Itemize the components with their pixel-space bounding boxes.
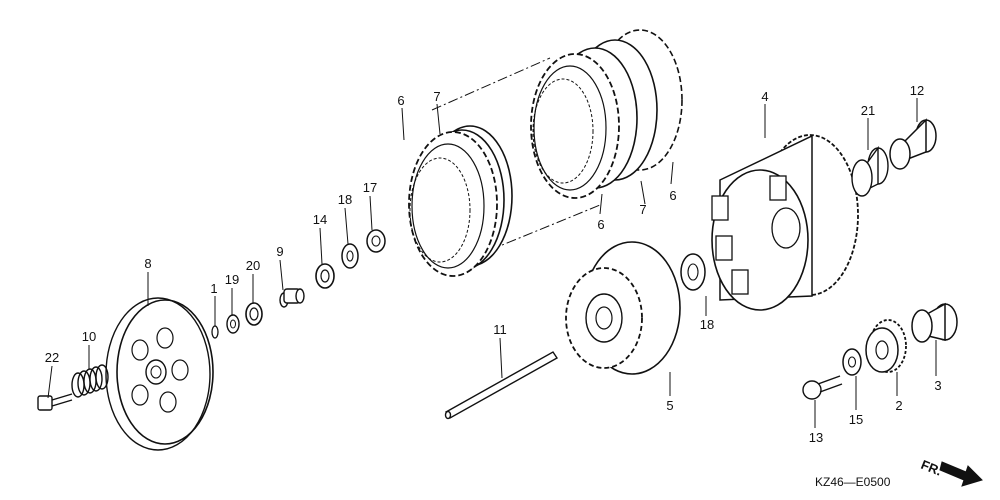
callout-7a: 7 <box>433 89 440 104</box>
washer-part-19 <box>226 314 240 334</box>
callout-5: 5 <box>666 398 673 413</box>
callout-1: 1 <box>210 281 217 296</box>
callout-12: 12 <box>910 83 924 98</box>
callout-19: 19 <box>225 272 239 287</box>
washer-part-17 <box>366 229 386 253</box>
callout-9: 9 <box>276 244 283 259</box>
callout-22: 22 <box>45 350 59 365</box>
lock-washer-part-16 <box>341 243 359 269</box>
lifter-piece-part-9 <box>279 288 305 308</box>
bolt-part-22 <box>37 393 73 411</box>
callout-17: 17 <box>363 180 377 195</box>
bolt-part-13 <box>802 375 843 400</box>
callout-18b: 18 <box>700 317 714 332</box>
push-rod-part-11 <box>444 351 559 420</box>
spring-part-10 <box>71 364 109 398</box>
callout-18a: 18 <box>338 192 352 207</box>
callout-10: 10 <box>82 329 96 344</box>
clutch-center-part-5 <box>565 241 681 375</box>
thrust-washer-part-18 <box>680 253 706 291</box>
callout-2: 2 <box>895 398 902 413</box>
callout-6c: 6 <box>669 188 676 203</box>
collar-part-12 <box>889 118 937 170</box>
callout-11: 11 <box>493 322 507 337</box>
callout-8: 8 <box>144 256 151 271</box>
gear-part-2 <box>865 319 907 373</box>
callout-6a: 6 <box>397 93 404 108</box>
needle-bearing-part-21 <box>851 145 889 197</box>
callout-21: 21 <box>861 103 875 118</box>
front-direction-arrow-icon: FR. <box>919 457 983 487</box>
bushing-part-3 <box>911 302 958 343</box>
clutch-disc-pack-right <box>530 29 683 199</box>
callout-7b: 7 <box>639 202 646 217</box>
callout-labels: 1 2 3 4 5 6 6 6 7 7 8 9 10 11 12 13 14 1… <box>45 83 942 445</box>
clutch-disc-pack-left <box>408 125 513 277</box>
callout-6b: 6 <box>597 217 604 232</box>
snap-ring-part-1 <box>211 325 219 339</box>
callout-13: 13 <box>809 430 823 445</box>
nut-part-14 <box>315 263 335 289</box>
callout-20: 20 <box>246 258 260 273</box>
callout-3: 3 <box>934 378 941 393</box>
callout-15: 15 <box>849 412 863 427</box>
clutch-outer-part-4 <box>711 134 859 311</box>
washer-part-15 <box>842 348 862 376</box>
diagram-code: KZ46—E0500 <box>815 475 891 489</box>
leader-lines <box>47 98 937 428</box>
callout-4: 4 <box>761 89 768 104</box>
bearing-part-20 <box>245 302 263 326</box>
callout-14: 14 <box>313 212 327 227</box>
direction-label: FR. <box>919 457 944 479</box>
pressure-plate-part-8 <box>105 297 214 451</box>
alignment-lines <box>431 57 601 251</box>
